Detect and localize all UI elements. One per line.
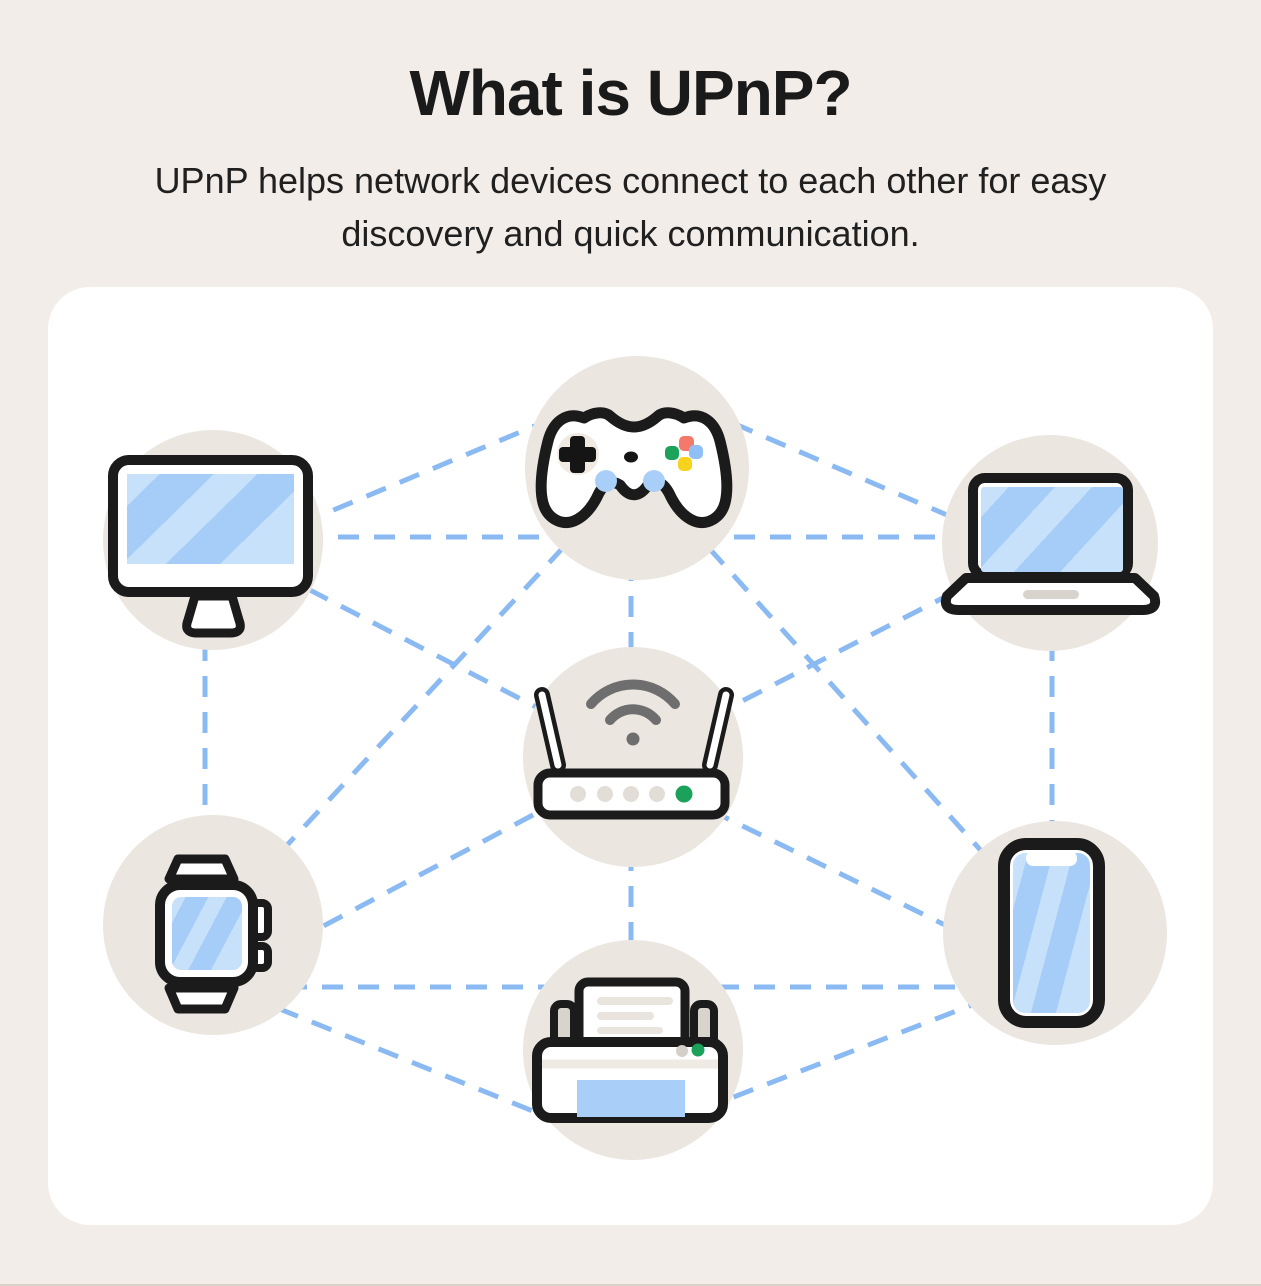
connection-controller-laptop (699, 406, 976, 530)
router-led-4 (649, 786, 665, 802)
printer-led-gray (676, 1045, 688, 1057)
smartwatch-icon (155, 854, 272, 1014)
phone-screen (1013, 853, 1090, 1013)
action-button-green (665, 446, 679, 460)
connection-printer-smartphone (699, 995, 991, 1113)
analog-stick-right (643, 470, 665, 492)
watch-strap-top (164, 854, 239, 884)
router-antenna-left (534, 687, 566, 773)
desktop-computer-icon (108, 455, 313, 638)
watch-strap-bottom (164, 983, 239, 1014)
printer-icon (532, 977, 728, 1123)
phone-notch (1026, 851, 1077, 866)
laptop-icon (940, 473, 1161, 615)
page-subtitle-line1: UPnP helps network devices connect to ea… (154, 160, 1107, 201)
laptop-screen (981, 487, 1123, 572)
paper-text-line-2 (597, 1012, 654, 1020)
connection-router-smartphone (708, 807, 992, 950)
monitor-screen (127, 474, 294, 564)
paper-text-line-1 (597, 997, 673, 1005)
router-antenna-right (702, 687, 734, 773)
diagram-card (48, 287, 1213, 1225)
page-subtitle-line2: discovery and quick communication. (341, 213, 920, 254)
network-diagram (103, 356, 1167, 1160)
router-led-3 (623, 786, 639, 802)
header: What is UPnP? UPnP helps network devices… (0, 56, 1261, 260)
router-led-1 (570, 786, 586, 802)
router-led-2 (597, 786, 613, 802)
connection-router-smartwatch (278, 795, 567, 952)
monitor-stand (182, 591, 245, 638)
printer-output-tray (577, 1080, 685, 1117)
wifi-dot (626, 732, 640, 746)
printer-led-green (691, 1043, 705, 1057)
analog-stick-left (595, 470, 617, 492)
page-title: What is UPnP? (409, 57, 852, 129)
paper-text-line-3 (597, 1027, 663, 1034)
smartphone-icon (998, 838, 1105, 1028)
wifi-signal-icon (586, 679, 680, 725)
connection-smartwatch-printer (244, 992, 561, 1125)
wifi-router-icon (533, 679, 734, 820)
page-subtitle: UPnP helps network devices connect to ea… (0, 154, 1261, 260)
watch-screen (172, 897, 242, 970)
router-led-green (675, 785, 693, 803)
action-button-blue (689, 445, 703, 459)
laptop-trackpad-notch (1023, 590, 1079, 599)
controller-center-button (624, 451, 638, 463)
bottom-divider (0, 1284, 1261, 1286)
dpad-icon-horizontal (559, 447, 596, 462)
game-controller-icon (535, 407, 733, 528)
action-button-yellow (678, 457, 692, 471)
